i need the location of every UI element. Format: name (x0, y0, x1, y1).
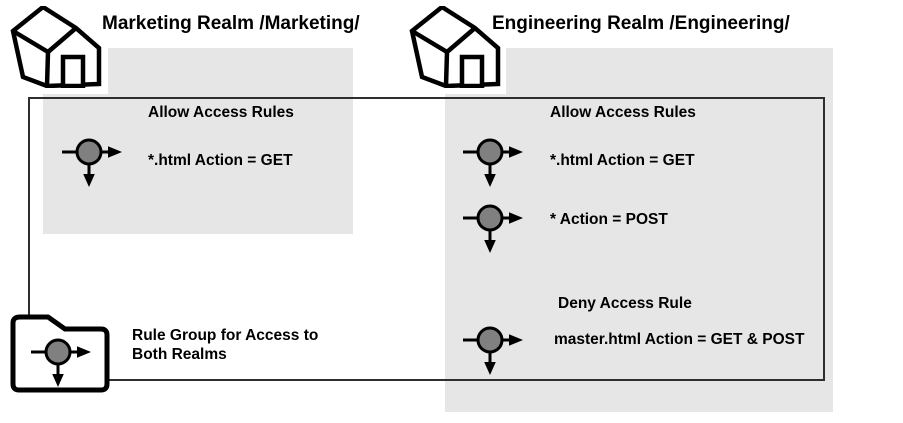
rule-group-boundary-rect (28, 97, 825, 381)
rule-node-icon (61, 138, 124, 189)
house-icon (409, 6, 501, 88)
engineering-realm-title: Engineering Realm /Engineering/ (492, 13, 790, 34)
rule-node-icon (30, 338, 93, 389)
house-icon (10, 6, 102, 88)
marketing-rule-get: *.html Action = GET (148, 152, 293, 169)
rule-node-icon (462, 138, 525, 189)
engineering-rule-post: * Action = POST (550, 211, 668, 228)
rule-node-icon (462, 204, 525, 255)
rule-group-label-line2: Both Realms (132, 346, 227, 363)
engineering-allow-rules-heading: Allow Access Rules (550, 104, 696, 121)
rule-group-label: Rule Group for Access to Both Realms (132, 326, 318, 364)
rule-node-icon (462, 326, 525, 377)
engineering-deny-rule-heading: Deny Access Rule (558, 295, 692, 312)
engineering-rule-get: *.html Action = GET (550, 152, 695, 169)
marketing-realm-title: Marketing Realm /Marketing/ (102, 13, 360, 34)
engineering-rule-master: master.html Action = GET & POST (554, 331, 805, 348)
rule-group-label-line1: Rule Group for Access to (132, 327, 319, 344)
engineering-realm-region (445, 48, 833, 412)
marketing-allow-rules-heading: Allow Access Rules (148, 104, 294, 121)
